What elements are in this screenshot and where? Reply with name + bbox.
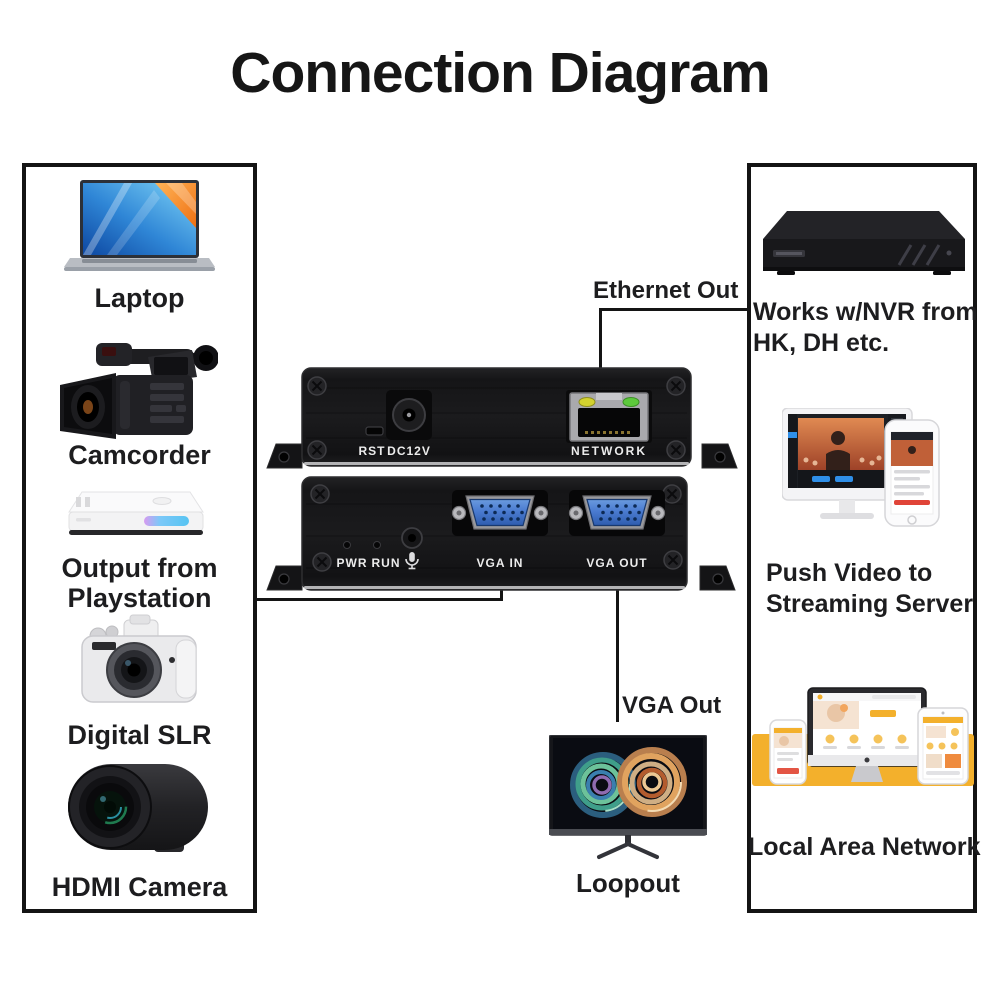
- ethernet-wire-horizontal: [599, 308, 747, 311]
- vga-in-port: [451, 490, 549, 536]
- screw-icon: [666, 376, 686, 396]
- playstation-caption: Output from Playstation: [22, 553, 257, 613]
- dslr-camera-image: [81, 614, 197, 703]
- ethernet-out-label: Ethernet Out: [593, 277, 739, 304]
- hdmi-camera-caption: HDMI Camera: [51, 872, 228, 902]
- nvr-image: [763, 211, 965, 275]
- vga-in-wire-vertical: [500, 585, 503, 601]
- pwr-label: PWR: [337, 556, 368, 570]
- vga-out-wire-vertical: [616, 587, 619, 722]
- camcorder-image: [60, 343, 218, 439]
- streaming-devices-image: [782, 408, 940, 527]
- playstation-caption-line2: Playstation: [67, 583, 212, 613]
- reset-slot: [365, 426, 384, 436]
- screw-icon: [307, 376, 327, 396]
- network-led-yellow: [578, 397, 596, 407]
- camcorder-caption: Camcorder: [68, 440, 211, 470]
- vga-out-label: VGA OUT: [586, 556, 647, 570]
- streaming-caption-line2: Streaming Server: [766, 590, 974, 618]
- vga-in-label: VGA IN: [477, 556, 524, 570]
- rst-label: RST: [359, 444, 386, 458]
- encoder-rear-panel-image: RST DC12V NETWORK: [266, 367, 738, 469]
- screw-icon: [666, 440, 686, 460]
- run-label: RUN: [372, 556, 401, 570]
- page-title: Connection Diagram: [230, 41, 770, 105]
- streaming-caption: Push Video to Streaming Server: [766, 558, 973, 620]
- loopout-caption: Loopout: [576, 868, 680, 898]
- laptop-caption: Laptop: [94, 283, 185, 313]
- laptop-image: [64, 180, 215, 271]
- vga-in-wire-horizontal: [257, 598, 503, 601]
- mount-ear-icon: [266, 443, 303, 469]
- network-led-green: [622, 397, 640, 407]
- screw-icon: [307, 440, 327, 460]
- streaming-caption-line1: Push Video to: [766, 559, 933, 587]
- dc12v-label: DC12V: [387, 444, 431, 458]
- lan-devices-image: [752, 687, 974, 786]
- mount-ear-icon: [266, 565, 303, 591]
- ethernet-wire-vertical: [599, 308, 602, 396]
- screw-icon: [312, 552, 332, 572]
- run-led: [373, 541, 381, 549]
- dslr-caption: Digital SLR: [67, 720, 212, 750]
- screw-icon: [663, 550, 683, 570]
- network-label: NETWORK: [571, 444, 647, 458]
- loopout-monitor-image: [549, 735, 707, 859]
- encoder-front-panel-image: PWR RUN VGA IN VGA OUT: [266, 476, 736, 591]
- screw-icon: [662, 484, 682, 504]
- playstation-caption-line1: Output from: [61, 553, 218, 583]
- nvr-caption-line2: HK, DH etc.: [753, 329, 890, 357]
- mount-ear-icon: [701, 443, 738, 469]
- hdmi-camera-image: [68, 764, 208, 852]
- screw-icon: [310, 484, 330, 504]
- playstation-console-image: [68, 491, 204, 535]
- nvr-caption-line1: Works w/NVR from: [753, 298, 978, 326]
- microphone-icon: [405, 552, 419, 570]
- sinks-box: [747, 163, 977, 913]
- vga-out-wire-label: VGA Out: [622, 692, 722, 719]
- nvr-caption: Works w/NVR from HK, DH etc.: [753, 297, 978, 359]
- mount-ear-icon: [699, 565, 736, 591]
- pwr-led: [343, 541, 351, 549]
- vga-out-port: [568, 490, 666, 536]
- lan-caption: Local Area Network: [748, 833, 981, 861]
